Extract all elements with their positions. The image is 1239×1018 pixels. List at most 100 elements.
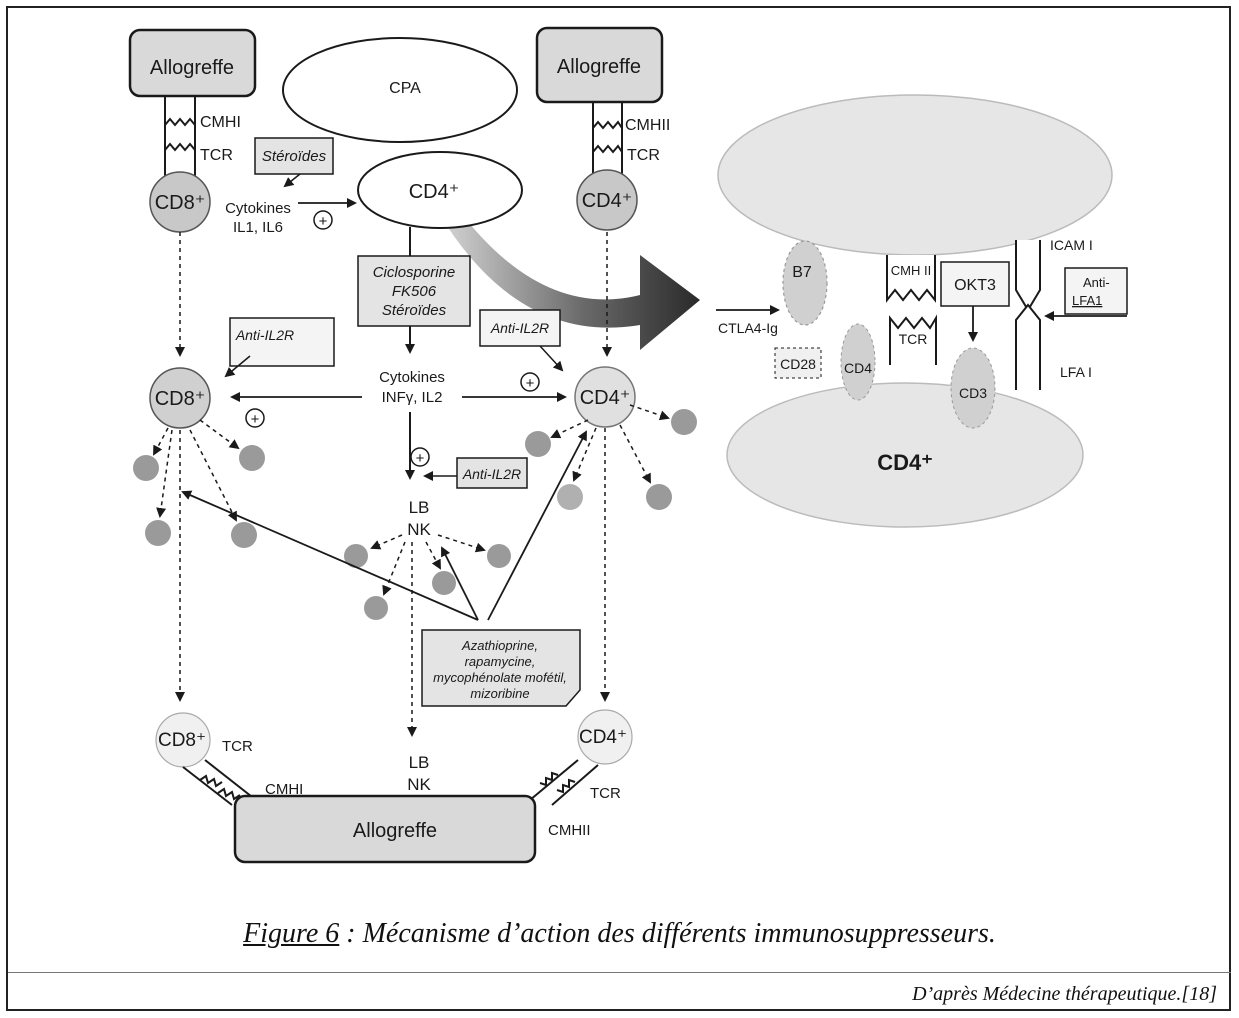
cd4-effector-cell [671,409,697,435]
anti-lfa1-box [1064,267,1128,315]
cd4-label-center: CD4⁺ [409,181,460,203]
plus-sign-right: + [526,375,535,392]
anti-lfa1-label-1: Anti- [1083,275,1110,290]
ctla4-label: CTLA4-Ig [718,320,778,336]
cd8-label-bottom: CD8⁺ [158,730,206,751]
cd4-cell-center [357,151,523,229]
aza-label-1: Azathioprine, [461,638,538,653]
cd4-cell-detail [726,382,1084,528]
cd3-label: CD3 [959,385,987,401]
cpa-cell-detail [717,94,1113,256]
tcr-label-bottom-left: TCR [222,738,253,755]
cd3-receptor [950,347,996,429]
icam1-receptor [1015,240,1041,312]
figure-caption: Figure 6 : Mécanisme d’action des différ… [0,918,1239,950]
cd4-effector-cell [646,484,672,510]
icam1-label: ICAM I [1050,237,1093,253]
anti-il2r-box-center [456,457,528,489]
cd4-label-top-right: CD4⁺ [582,190,633,212]
plus-sign-left: + [251,411,260,428]
allogreffe-box-top-left [128,28,257,98]
cmhii-receptor [886,255,936,303]
allogreffe-box-bottom [233,794,537,864]
allogreffe-label-top-right: Allogreffe [557,56,641,78]
immunosuppressant-diagram: Allogreffe CMHI TCR CD8⁺ CPA CD4⁺ Stéroï… [128,26,1128,864]
anti-lfa1-label-2: LFA1 [1072,293,1102,308]
lbnk-cell [344,544,368,568]
cd4-receptor-label: CD4 [844,360,872,376]
tcr-receptor [889,314,937,365]
plus-sign-top: + [319,213,328,230]
allogreffe-label-top-left: Allogreffe [150,57,234,79]
ciclosporine-label-3: Stéroïdes [382,302,447,319]
cpa-cell-top [282,37,518,143]
cd8-effector-cell [145,520,171,546]
figure-caption-text: : Mécanisme d’action des différents immu… [339,918,996,949]
cd8-cell-mid [149,367,211,429]
cmhii-label-top-right: CMHII [625,117,670,134]
cd4-cell-bottom [577,709,633,765]
cytokines-label-top-2: IL1, IL6 [233,219,283,236]
cpa-label-top: CPA [389,80,421,97]
anti-il2r-label-right: Anti-IL2R [490,320,549,336]
aza-label-4: mizoribine [470,686,529,701]
steroides-label: Stéroïdes [262,148,327,165]
figure-source: D’après Médecine thérapeutique.[18] [912,983,1217,1005]
source-divider [8,972,1231,973]
lbnk-cell [364,596,388,620]
cmhi-label-top-left: CMHI [200,114,241,131]
anti-il2r-label-center: Anti-IL2R [462,466,521,482]
tcr-detail-label: TCR [899,331,928,347]
ciclosporine-label-1: Ciclosporine [373,264,456,281]
lfa1-label: LFA I [1060,364,1092,380]
nk-label-bottom: NK [407,775,431,794]
cd4-effector-cell [557,484,583,510]
figure-label: Figure 6 [243,918,340,949]
lbnk-cell [487,544,511,568]
azathioprine-box [421,629,581,707]
cd4-label-bottom: CD4⁺ [579,727,627,748]
allogreffe-box-top-right [535,26,664,104]
cd4-cell-mid [574,366,636,428]
cmhii-label-bottom-right: CMHII [548,822,591,839]
lfa1-receptor [1015,303,1041,390]
cd8-label-top: CD8⁺ [155,192,206,214]
cytokines-label-top-1: Cytokines [225,200,291,217]
lb-label-bottom: LB [409,753,430,772]
anti-il2r-label-left: Anti-IL2R [235,327,294,343]
aza-label-3: mycophénolate mofétil, [433,670,567,685]
cd4-effector-cell [525,431,551,457]
cd8-effector-cell [133,455,159,481]
aza-label-2: rapamycine, [465,654,536,669]
cytokines-label-mid-2: INFγ, IL2 [382,389,443,406]
tcr-label-bottom-right: TCR [590,785,621,802]
lbnk-cell [432,571,456,595]
b7-receptor [782,240,828,326]
anti-il2r-box-right [479,309,561,347]
cd8-label-mid: CD8⁺ [155,388,206,410]
cd4-cell-top-right [576,169,638,231]
cd4-label-mid: CD4⁺ [580,387,631,409]
okt3-box [940,261,1010,307]
cd8-effector-cell [231,522,257,548]
tcr-label-top-right: TCR [627,147,660,164]
cd28-label: CD28 [780,356,816,372]
nk-label-mid: NK [407,520,431,539]
cytokines-label-mid-1: Cytokines [379,369,445,386]
big-curved-arrow [440,205,700,350]
figure-frame [6,6,1231,1011]
plus-sign-center: + [416,450,425,467]
cd8-effector-cell [239,445,265,471]
steroides-box [254,137,334,175]
lb-label-mid: LB [409,498,430,517]
cd4-receptor [840,323,876,401]
cd28-receptor [774,347,822,379]
cd4-label-detail: CD4⁺ [877,450,933,475]
cmhii-detail-label: CMH II [891,263,931,278]
allogreffe-label-bottom: Allogreffe [353,820,437,842]
okt3-label: OKT3 [954,277,996,294]
ciclosporine-label-2: FK506 [392,283,437,300]
tcr-label-top-left: TCR [200,147,233,164]
ciclosporine-box [357,255,471,327]
cmh-zigzag-top-left [164,117,196,127]
